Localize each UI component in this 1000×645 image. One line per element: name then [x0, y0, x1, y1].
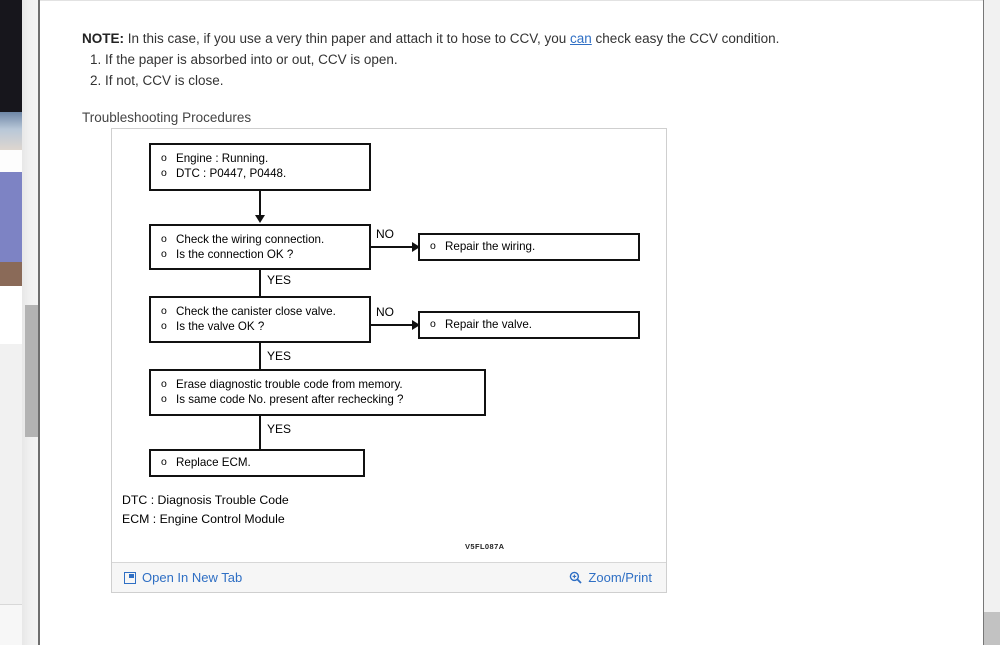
- bullet-icon: o: [161, 456, 167, 468]
- bullet-icon: o: [161, 233, 167, 245]
- new-tab-icon: [123, 571, 136, 584]
- note-label: NOTE:: [82, 31, 124, 46]
- flow-node-step2-no: o Repair the valve.: [418, 311, 640, 339]
- bullet-icon: o: [161, 152, 167, 164]
- window-scrollbar-track[interactable]: [983, 0, 1000, 645]
- document-body: NOTE: In this case, if you use a very th…: [82, 28, 912, 91]
- zoom-print-label: Zoom/Print: [588, 570, 652, 585]
- flow-text: Replace ECM.: [176, 456, 251, 469]
- background-region-grey: [0, 344, 22, 604]
- flow-node-step1-line-1: o Check the wiring connection.: [161, 232, 369, 247]
- connector-step3-yes: [259, 416, 261, 452]
- flow-node-step3-line-1: o Erase diagnostic trouble code from mem…: [161, 377, 484, 392]
- connector-step2-no: [371, 324, 417, 326]
- note-text-after: check easy the CCV condition.: [591, 31, 780, 46]
- flow-text: Repair the valve.: [445, 318, 532, 331]
- flow-text: Check the wiring connection.: [176, 233, 325, 246]
- flow-node-step2-line-2: o Is the valve OK ?: [161, 319, 369, 334]
- flow-text: Is the connection OK ?: [176, 248, 294, 261]
- figure-toolbar: Open In New Tab Zoom/Print: [112, 562, 666, 592]
- arrow-right-icon: [412, 242, 420, 252]
- background-region-card: [0, 604, 22, 645]
- window-scrollbar-thumb[interactable]: [984, 612, 1000, 645]
- open-in-new-tab-label: Open In New Tab: [142, 570, 243, 585]
- edge-label-yes-1: YES: [267, 273, 292, 287]
- flow-node-start: o Engine : Running. o DTC : P0447, P0448…: [149, 143, 371, 191]
- flow-text: Is the valve OK ?: [176, 320, 265, 333]
- edge-label-no-2: NO: [376, 305, 394, 319]
- figure-id-label: V5FL087A: [465, 542, 505, 551]
- content-pane: NOTE: In this case, if you use a very th…: [40, 0, 983, 645]
- flow-node-step4-line-1: o Replace ECM.: [161, 455, 363, 470]
- flow-node-start-line-1: o Engine : Running.: [161, 151, 369, 166]
- figure-legend-line-1: DTC : Diagnosis Trouble Code: [122, 493, 289, 507]
- note-list-item-1: 1. If the paper is absorbed into or out,…: [90, 52, 398, 67]
- flow-node-start-line-2: o DTC : P0447, P0448.: [161, 166, 369, 181]
- flow-node-step1-no-line-1: o Repair the wiring.: [430, 239, 638, 254]
- bullet-icon: o: [161, 378, 167, 390]
- flow-node-step2-no-line-1: o Repair the valve.: [430, 317, 638, 332]
- flow-text: Erase diagnostic trouble code from memor…: [176, 378, 403, 391]
- flow-text: Repair the wiring.: [445, 240, 536, 253]
- flow-node-step1: o Check the wiring connection. o Is the …: [149, 224, 371, 270]
- bullet-icon: o: [161, 320, 167, 332]
- flow-text: Check the canister close valve.: [176, 305, 336, 318]
- flow-text: DTC : P0447, P0448.: [176, 167, 287, 180]
- flow-node-step3: o Erase diagnostic trouble code from mem…: [149, 369, 486, 416]
- connector-step1-yes: [259, 270, 261, 312]
- bullet-icon: o: [430, 240, 436, 252]
- pane-divider: [38, 0, 40, 645]
- connector-start-to-step1: [259, 191, 261, 217]
- bullet-icon: o: [161, 167, 167, 179]
- arrow-down-icon: [255, 215, 265, 223]
- flowchart-canvas: o Engine : Running. o DTC : P0447, P0448…: [112, 129, 666, 563]
- bullet-icon: o: [430, 318, 436, 330]
- figure-container: o Engine : Running. o DTC : P0447, P0448…: [111, 128, 667, 593]
- background-region-photo: [0, 112, 22, 150]
- arrow-right-icon: [412, 320, 420, 330]
- flow-text: Engine : Running.: [176, 152, 269, 165]
- flow-node-step2: o Check the canister close valve. o Is t…: [149, 296, 371, 343]
- bullet-icon: o: [161, 248, 167, 260]
- note-list-item-2: 2. If not, CCV is close.: [90, 73, 224, 88]
- section-title: Troubleshooting Procedures: [82, 110, 252, 125]
- flow-node-step4: o Replace ECM.: [149, 449, 365, 477]
- flow-text: Is same code No. present after recheckin…: [176, 393, 404, 406]
- zoom-print-button[interactable]: Zoom/Print: [569, 570, 652, 585]
- connector-step2-yes: [259, 343, 261, 383]
- note-text-before: In this case, if you use a very thin pap…: [124, 31, 571, 46]
- figure-legend-line-2: ECM : Engine Control Module: [122, 512, 285, 526]
- background-window-sliver: [0, 0, 22, 645]
- edge-label-yes-2: YES: [267, 349, 292, 363]
- background-region-accent: [0, 262, 22, 286]
- bullet-icon: o: [161, 305, 167, 317]
- flow-node-step2-line-1: o Check the canister close valve.: [161, 304, 369, 319]
- content-top-border: [40, 0, 983, 1]
- background-region-white-top: [0, 150, 22, 172]
- flow-node-step3-line-2: o Is same code No. present after recheck…: [161, 392, 484, 407]
- open-in-new-tab-button[interactable]: Open In New Tab: [123, 570, 242, 585]
- edge-label-no-1: NO: [376, 227, 394, 241]
- can-link[interactable]: can: [570, 31, 592, 46]
- flow-node-step1-line-2: o Is the connection OK ?: [161, 247, 369, 262]
- background-region-blue: [0, 172, 22, 284]
- flow-node-step1-no: o Repair the wiring.: [418, 233, 640, 261]
- connector-step1-no: [371, 246, 417, 248]
- note-paragraph: NOTE: In this case, if you use a very th…: [82, 28, 912, 49]
- background-region-dark: [0, 0, 22, 112]
- bullet-icon: o: [161, 393, 167, 405]
- background-region-white-mid: [0, 286, 22, 344]
- magnifier-icon: [569, 571, 583, 584]
- left-scrollbar-thumb[interactable]: [25, 305, 38, 437]
- edge-label-yes-3: YES: [267, 422, 292, 436]
